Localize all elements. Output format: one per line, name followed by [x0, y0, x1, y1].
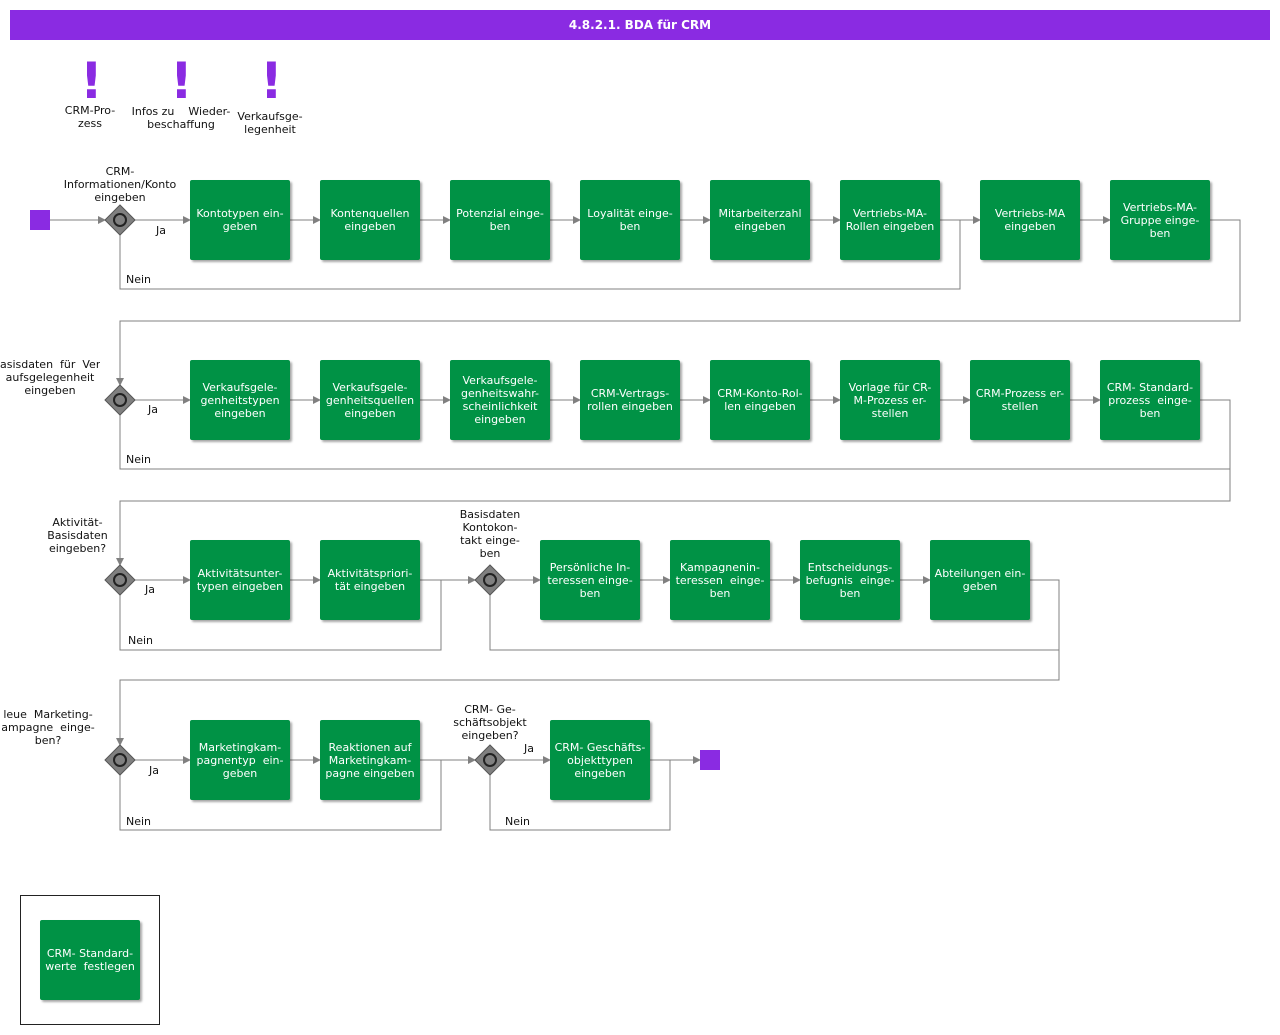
task-abteilungen[interactable]: Abteilungen ein- geben	[930, 540, 1030, 620]
connector	[119, 580, 442, 651]
edge-label-nein: Nein	[126, 273, 152, 286]
edge-label-ja: Ja	[156, 224, 166, 237]
task-kontotypen[interactable]: Kontotypen ein- geben	[190, 180, 290, 260]
task-vertriebs-ma[interactable]: Vertriebs-MA eingeben	[980, 180, 1080, 260]
task-loyalitaet[interactable]: Loyalität einge- ben	[580, 180, 680, 260]
task-crm-geschaeftsobjekttypen[interactable]: CRM- Geschäfts- objekttypen eingeben	[550, 720, 650, 800]
connector	[119, 220, 961, 290]
gateway-label-5: leue Marketing- ampagne einge- ben?	[1, 708, 95, 747]
task-mitarbeiterzahl[interactable]: Mitarbeiterzahl eingeben	[710, 180, 810, 260]
task-potenzial[interactable]: Potenzial einge- ben	[450, 180, 550, 260]
task-verkaufsgelegenheitswahrscheinlichkeit[interactable]: Verkaufsgele- genheitswahr- scheinlichke…	[450, 360, 550, 440]
connector	[119, 415, 1230, 470]
task-verkaufsgelegenheitstypen[interactable]: Verkaufsgele- genheitstypen eingeben	[190, 360, 290, 440]
edge-label-ja: Ja	[524, 742, 534, 755]
mark-label-wiederbeschaffung: Infos zu Wieder- beschaffung	[131, 105, 231, 131]
gateway-label-4: Basisdaten Kontokon- takt einge- ben	[459, 508, 521, 560]
task-kampagneninteressen[interactable]: Kampagnenin- teressen einge- ben	[670, 540, 770, 620]
task-vorlage-crm-prozess[interactable]: Vorlage für CR- M-Prozess er- stellen	[840, 360, 940, 440]
task-entscheidungsbefugnis[interactable]: Entscheidungs- befugnis einge- ben	[800, 540, 900, 620]
task-vertriebs-ma-rollen[interactable]: Vertriebs-MA- Rollen eingeben	[840, 180, 940, 260]
edge-label-ja: Ja	[149, 764, 159, 777]
task-persoenliche-interessen[interactable]: Persönliche In- teressen einge- ben	[540, 540, 640, 620]
exclamation-icon: !	[170, 52, 193, 110]
standalone-group-box	[20, 895, 160, 1025]
edge-label-nein: Nein	[126, 453, 152, 466]
gateway-label-6: CRM- Ge- schäftsobjekt eingeben?	[453, 703, 527, 742]
task-vertriebs-ma-gruppe[interactable]: Vertriebs-MA- Gruppe einge- ben	[1110, 180, 1210, 260]
task-crm-standardprozess[interactable]: CRM- Standard- prozess einge- ben	[1100, 360, 1200, 440]
task-reaktionen-marketingkampagne[interactable]: Reaktionen auf Marketingkam- pagne einge…	[320, 720, 420, 800]
gateway-label-1: CRM- Informationen/Konto eingeben	[63, 165, 177, 204]
task-crm-standardwerte[interactable]: CRM- Standard- werte festlegen	[40, 920, 140, 1000]
edge-label-nein: Nein	[126, 815, 152, 828]
edge-label-nein: Nein	[505, 815, 531, 828]
task-crm-vertragsrollen[interactable]: CRM-Vertrags- rollen eingeben	[580, 360, 680, 440]
gateway-label-3: Aktivität- Basisdaten eingeben?	[47, 516, 108, 555]
end-event[interactable]	[700, 750, 720, 770]
connector	[489, 595, 1059, 651]
gateway-label-2: asisdaten für Ver- aufsgelegenheit einge…	[0, 358, 100, 397]
task-kontenquellen[interactable]: Kontenquellen eingeben	[320, 180, 420, 260]
connector	[489, 760, 671, 831]
mark-label-verkaufsgelegenheit: Verkaufsge- legenheit	[237, 110, 303, 136]
task-aktivitaetsuntertypen[interactable]: Aktivitätsunter- typen eingeben	[190, 540, 290, 620]
edge-label-ja: Ja	[145, 583, 155, 596]
gateway-6	[474, 744, 506, 776]
start-event[interactable]	[30, 210, 50, 230]
task-verkaufsgelegenheitsquellen[interactable]: Verkaufsgele- genheitsquellen eingeben	[320, 360, 420, 440]
task-crm-konto-rollen[interactable]: CRM-Konto-Rol- len eingeben	[710, 360, 810, 440]
gateway-3	[104, 564, 136, 596]
edge-label-ja: Ja	[148, 403, 158, 416]
connector	[116, 399, 1231, 566]
connector	[119, 760, 442, 831]
diagram-title: 4.8.2.1. BDA für CRM	[10, 10, 1270, 40]
mark-label-crm-prozess: CRM-Pro- zess	[64, 104, 116, 130]
edge-label-nein: Nein	[128, 634, 154, 647]
task-aktivitaetsprioritaet[interactable]: Aktivitätspriori- tät eingeben	[320, 540, 420, 620]
gateway-2	[104, 384, 136, 416]
exclamation-icon: !	[260, 52, 283, 110]
gateway-1	[104, 204, 136, 236]
connector	[116, 219, 1241, 386]
gateway-4	[474, 564, 506, 596]
connector	[116, 579, 1060, 746]
gateway-5	[104, 744, 136, 776]
task-marketingkampagnentyp[interactable]: Marketingkam- pagnentyp ein- geben	[190, 720, 290, 800]
task-crm-prozess[interactable]: CRM-Prozess er- stellen	[970, 360, 1070, 440]
exclamation-icon: !	[80, 52, 103, 110]
